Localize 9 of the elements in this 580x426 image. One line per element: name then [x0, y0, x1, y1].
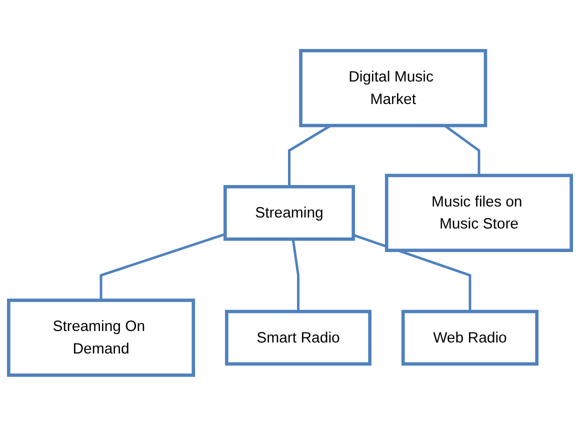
- node-box: Web Radio: [401, 310, 538, 366]
- node-box: Streaming On Demand: [7, 298, 196, 377]
- node-box: Smart Radio: [225, 310, 372, 366]
- node-box: Digital Music Market: [299, 49, 488, 128]
- node-box: Streaming: [223, 185, 355, 241]
- connector: [292, 239, 300, 312]
- node-box: Music files on Music Store: [384, 174, 573, 252]
- connector: [100, 233, 226, 300]
- connector: [352, 234, 472, 312]
